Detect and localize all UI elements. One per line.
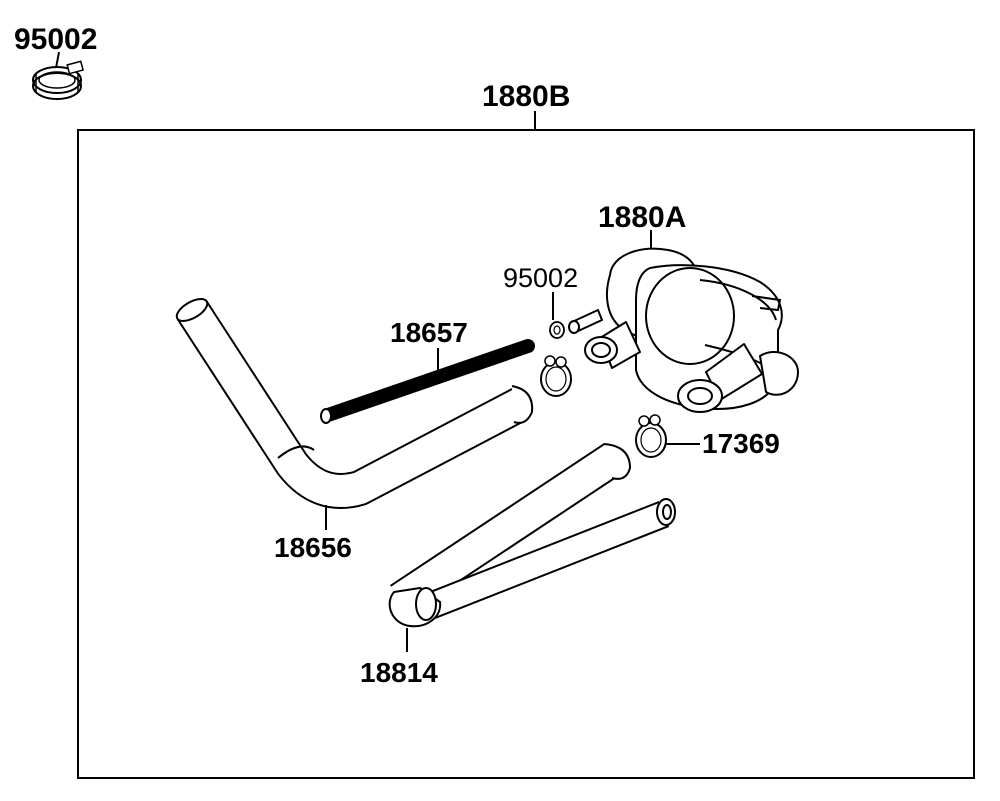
small-clamp-icon [549,292,565,339]
assembly-frame [77,129,975,779]
label-18657: 18657 [390,317,468,348]
hose-18814-icon [388,443,676,652]
spring-clip-17369-icon [635,414,700,458]
valve-assembly-icon [568,230,799,413]
label-18814: 18814 [360,657,438,688]
hose-18656-icon [175,298,534,530]
band-clamp-icon [32,51,84,100]
pipe-18657-icon [320,339,535,424]
label-1880b: 1880B [482,80,570,113]
label-18656: 18656 [274,532,352,563]
label-95002-top: 95002 [14,23,97,56]
label-95002-small: 95002 [503,263,578,293]
spring-clip-upper-icon [540,355,572,397]
label-17369: 17369 [702,428,780,459]
label-1880a: 1880A [598,201,686,234]
